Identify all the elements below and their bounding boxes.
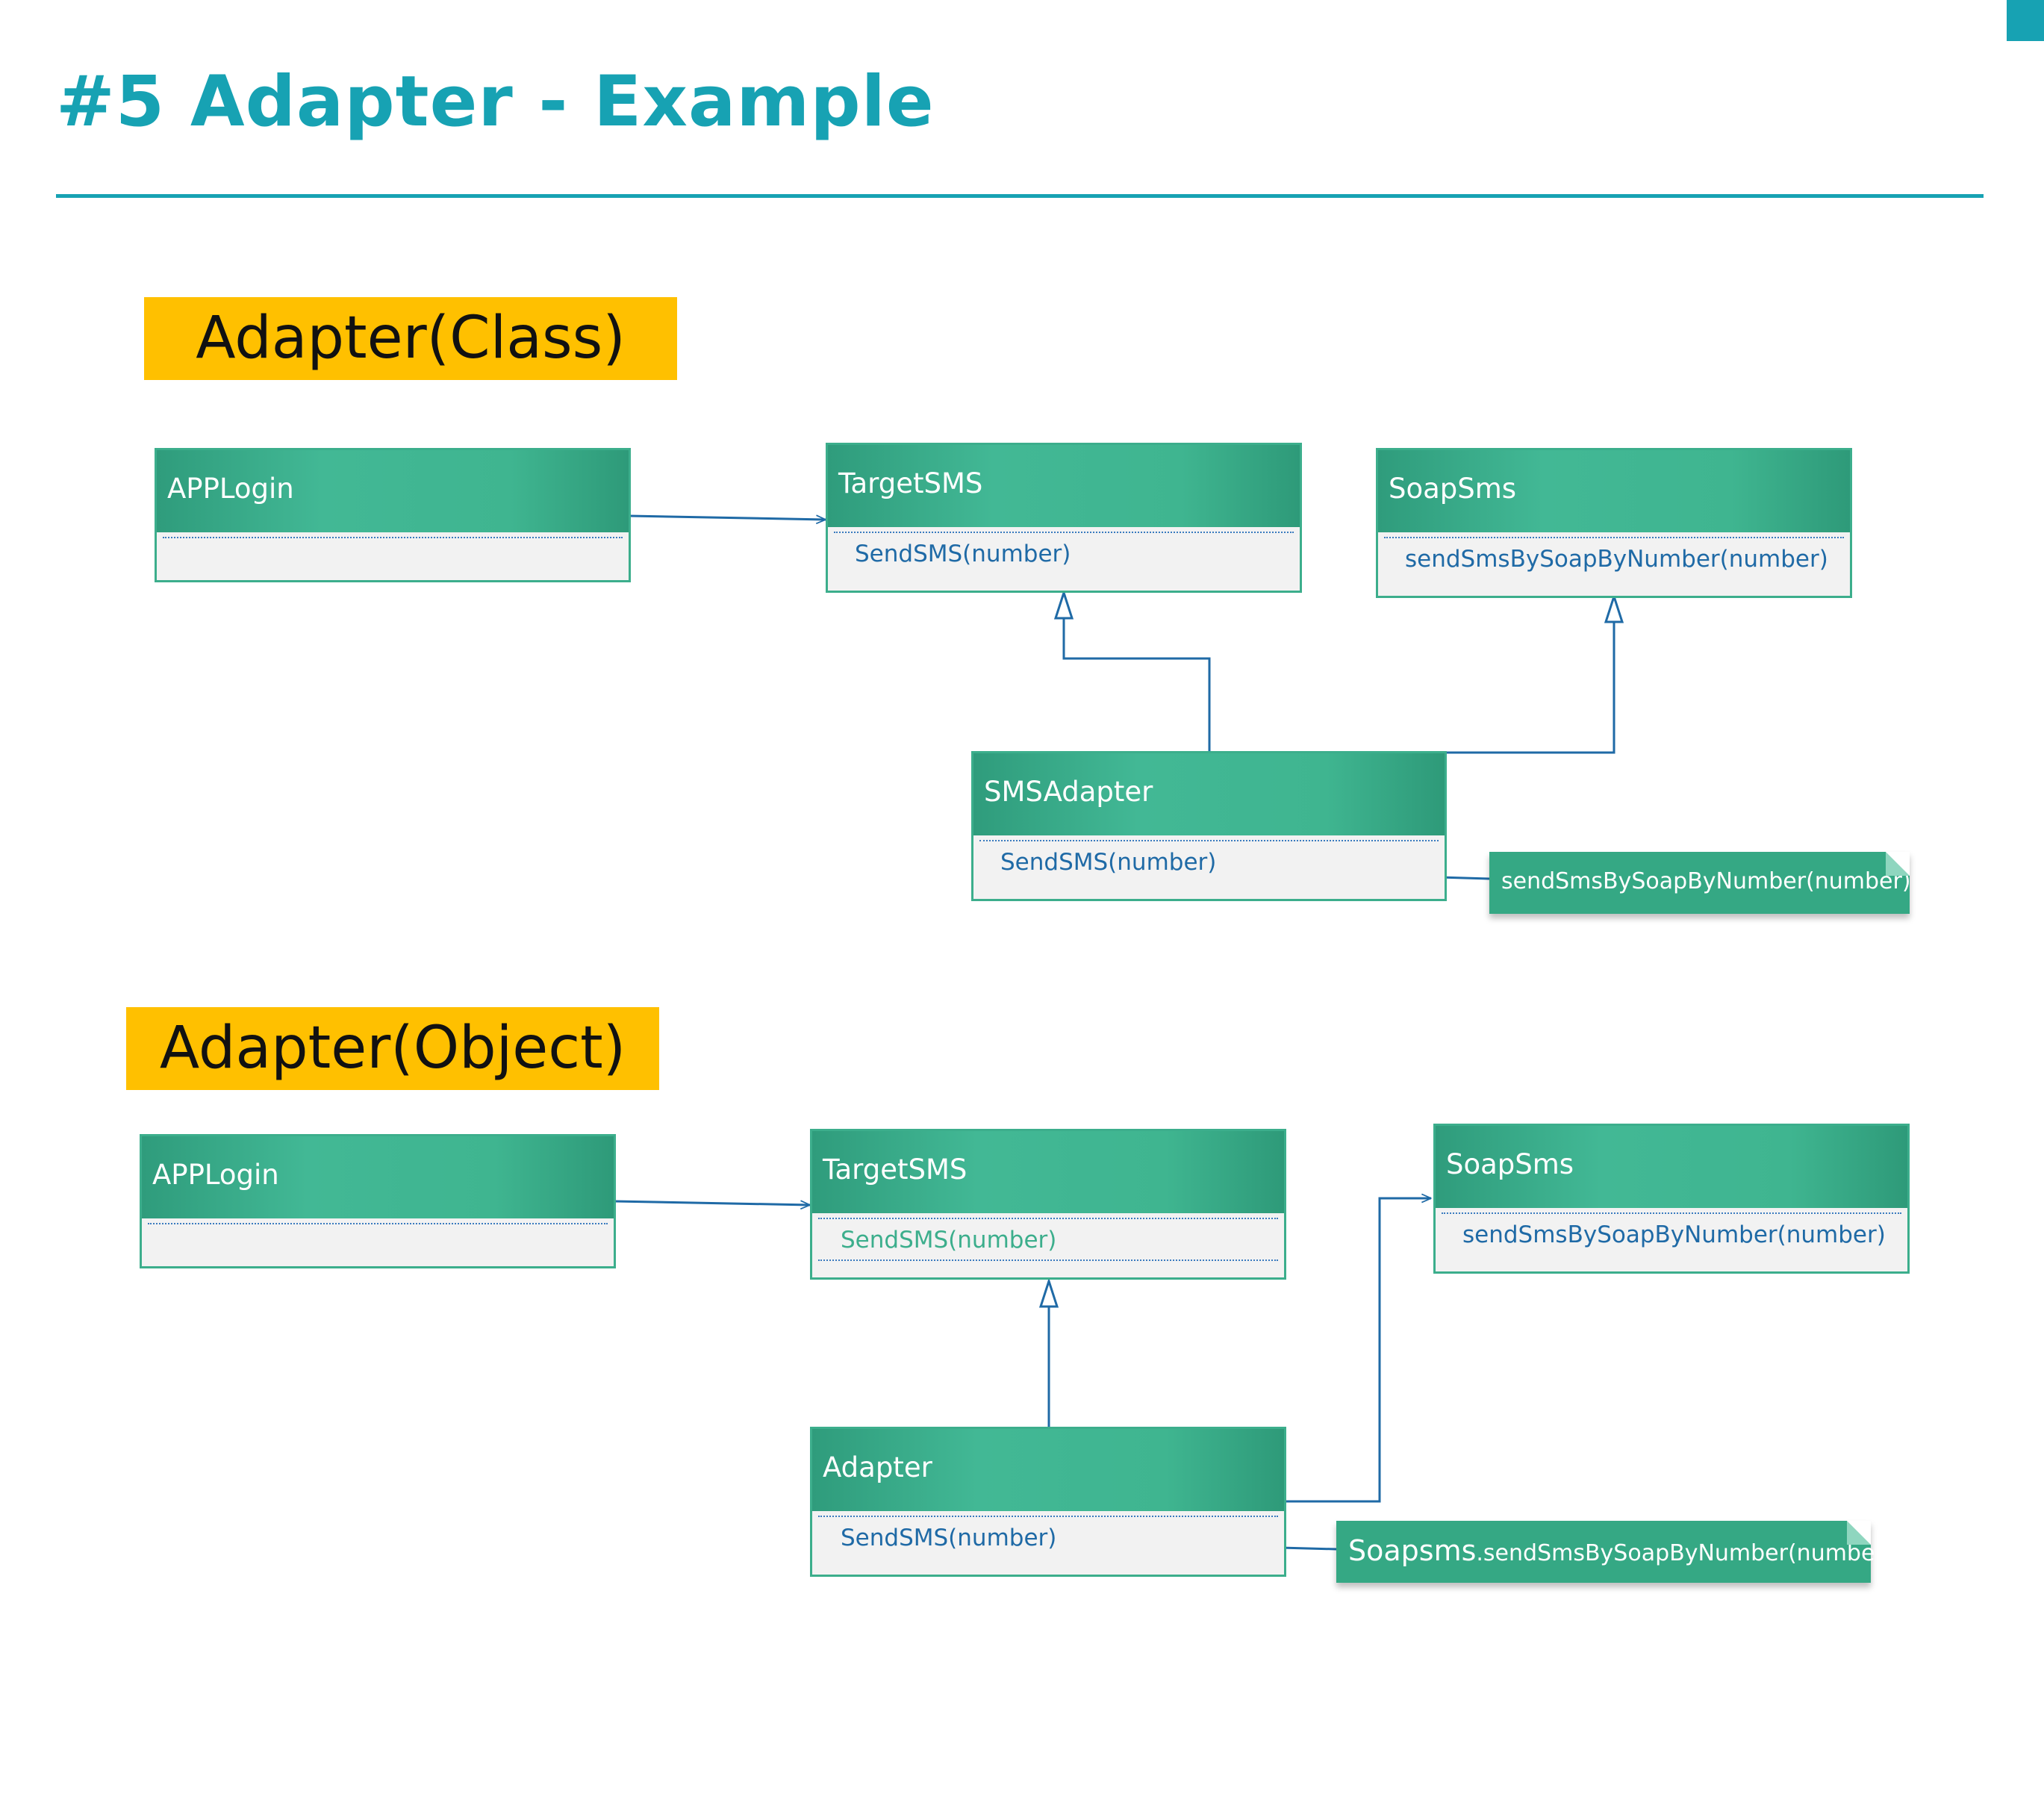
note-fold-icon xyxy=(1886,852,1910,876)
object-adapter-header: Adapter xyxy=(812,1429,1284,1511)
class-smsadapter-header: SMSAdapter xyxy=(973,753,1445,835)
object-note-line xyxy=(1280,1546,1337,1551)
object-soapsms[interactable]: SoapSms sendSmsBySoapByNumber(number) xyxy=(1433,1124,1910,1274)
object-association-line xyxy=(614,1201,810,1205)
object-applogin-separator xyxy=(148,1223,608,1224)
note-fold-icon xyxy=(1847,1521,1871,1545)
class-smsadapter[interactable]: SMSAdapter SendSMS(number) xyxy=(971,751,1447,901)
class-soapsms-separator xyxy=(1384,537,1844,538)
class-soapsms[interactable]: SoapSms sendSmsBySoapByNumber(number) xyxy=(1376,448,1852,598)
class-targetsms-operation: SendSMS(number) xyxy=(855,541,1071,567)
class-targetsms-separator xyxy=(834,532,1294,533)
class-note-line xyxy=(1439,876,1490,880)
object-soapsms-separator xyxy=(1442,1212,1901,1214)
object-targetsms-separator xyxy=(818,1218,1278,1219)
class-generalization-target-arrow xyxy=(1053,589,1074,620)
class-targetsms[interactable]: TargetSMS SendSMS(number) xyxy=(826,443,1302,593)
object-generalization-arrow xyxy=(1038,1277,1059,1308)
class-note: sendSmsBySoapByNumber(number) xyxy=(1489,852,1911,914)
class-smsadapter-operation: SendSMS(number) xyxy=(1000,849,1217,876)
object-note: Soapsms.sendSmsBySoapByNumber(number) xyxy=(1336,1521,1892,1583)
class-generalization-adaptee-arrow xyxy=(1604,593,1624,623)
object-targetsms-separator-bottom xyxy=(818,1259,1278,1261)
class-soapsms-header: SoapSms xyxy=(1378,450,1850,532)
object-applogin[interactable]: APPLogin xyxy=(140,1134,616,1268)
object-targetsms-header: TargetSMS xyxy=(812,1131,1284,1213)
title-rule xyxy=(56,194,1984,198)
object-adapter[interactable]: Adapter SendSMS(number) xyxy=(810,1427,1286,1577)
object-note-call: .sendSmsBySoapByNumber(number) xyxy=(1476,1540,1893,1566)
object-composition-line xyxy=(1286,1198,1431,1503)
class-generalization-target-line xyxy=(1062,596,1211,753)
object-targetsms[interactable]: TargetSMS SendSMS(number) xyxy=(810,1129,1286,1280)
object-note-prefix: Soapsms xyxy=(1348,1534,1477,1567)
class-soapsms-operation: sendSmsBySoapByNumber(number) xyxy=(1405,546,1828,573)
corner-accent xyxy=(2007,0,2044,41)
object-adapter-operation: SendSMS(number) xyxy=(841,1525,1057,1551)
object-soapsms-operation: sendSmsBySoapByNumber(number) xyxy=(1462,1221,1886,1248)
class-note-text: sendSmsBySoapByNumber(number) xyxy=(1501,868,1911,894)
object-targetsms-operation: SendSMS(number) xyxy=(841,1227,1057,1254)
object-adapter-separator xyxy=(818,1516,1278,1517)
section-label-class: Adapter(Class) xyxy=(144,297,677,380)
class-applogin[interactable]: APPLogin xyxy=(155,448,631,582)
class-applogin-header: APPLogin xyxy=(157,450,629,532)
class-targetsms-header: TargetSMS xyxy=(828,445,1300,527)
section-label-object: Adapter(Object) xyxy=(126,1007,659,1090)
page-title: #5 Adapter - Example xyxy=(56,61,935,143)
class-association-line xyxy=(629,516,826,520)
class-generalization-adaptee-line xyxy=(1315,599,1615,754)
class-smsadapter-separator xyxy=(979,840,1439,841)
object-soapsms-header: SoapSms xyxy=(1436,1126,1907,1208)
class-applogin-separator xyxy=(163,537,623,538)
object-applogin-header: APPLogin xyxy=(142,1136,614,1218)
